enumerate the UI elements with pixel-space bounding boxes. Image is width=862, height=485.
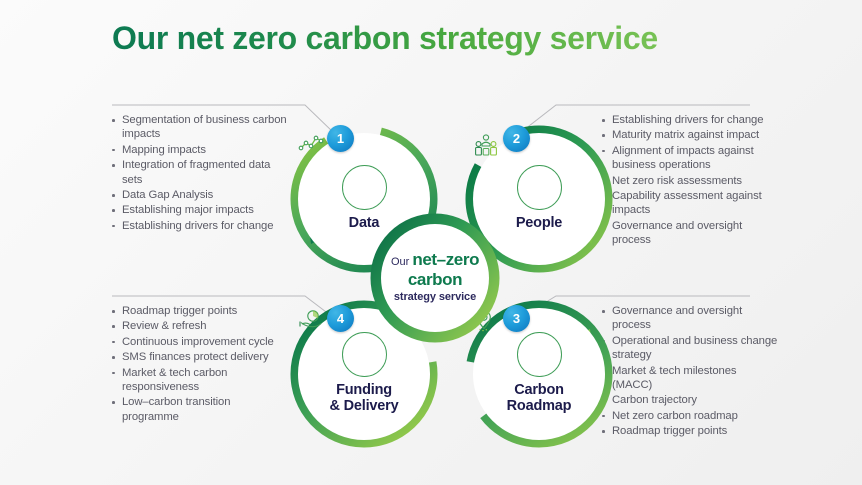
hub-our-text: Our [390, 256, 410, 268]
hub-line-1: Our net–zero [390, 250, 480, 271]
hand-pie-chart-icon [299, 310, 387, 377]
page-title: Our net zero carbon strategy service [112, 20, 658, 56]
node-label-line1: Carbon [514, 381, 564, 398]
node-label-data: Data [348, 214, 380, 231]
bullet-list-carbon-roadmap: Governance and oversight process Operati… [602, 304, 778, 440]
list-item: Establishing drivers for change [602, 113, 778, 127]
list-item: Roadmap trigger points [602, 424, 778, 438]
hub-ring [370, 213, 500, 343]
list-item: Market & tech milestones (MACC) [602, 364, 778, 393]
connector-line-2 [519, 104, 750, 134]
node-body: Carbon Roadmap [473, 308, 605, 440]
list-item: Governance and oversight process [602, 219, 778, 248]
node-body: People [473, 133, 605, 265]
node-carbon-roadmap[interactable]: Carbon Roadmap [460, 295, 618, 453]
list-item: Governance and oversight process [602, 304, 778, 333]
step-badge-2[interactable]: 2 [503, 125, 530, 152]
list-item: Continuous improvement cycle [112, 335, 288, 349]
location-pin-icon [477, 310, 562, 377]
node-label-funding-delivery: Funding & Delivery [330, 382, 399, 414]
connector-line-1 [112, 104, 335, 134]
bullet-list-data: Segmentation of business carbon impacts … [112, 113, 288, 234]
connector-line-4 [112, 295, 335, 319]
list-item: Capability assessment against impacts [602, 189, 778, 218]
list-item: Net zero risk assessments [602, 174, 778, 188]
step-badge-4[interactable]: 4 [327, 305, 354, 332]
list-item: Carbon trajectory [602, 393, 778, 407]
list-item: Maturity matrix against impact [602, 128, 778, 142]
line-chart-icon [298, 135, 387, 210]
list-item: SMS finances protect delivery [112, 350, 288, 364]
list-item: Operational and business change strategy [602, 334, 778, 363]
list-item: Alignment of impacts against business op… [602, 144, 778, 173]
list-item: Low–carbon transition programme [112, 395, 288, 424]
node-label-carbon-roadmap: Carbon Roadmap [507, 382, 572, 414]
hub-netzero-text: net–zero [412, 250, 480, 269]
list-item: Establishing major impacts [112, 203, 288, 217]
list-item: Net zero carbon roadmap [602, 409, 778, 423]
list-item: Integration of fragmented data sets [112, 158, 288, 187]
node-label-people: People [515, 214, 563, 231]
node-label-line2: & Delivery [329, 397, 399, 414]
node-label-line1: Funding [336, 381, 392, 398]
list-item: Roadmap trigger points [112, 304, 288, 318]
list-item: Market & tech carbon responsiveness [112, 366, 288, 395]
center-hub: Our net–zero carbon strategy service [370, 213, 500, 343]
step-badge-1[interactable]: 1 [327, 125, 354, 152]
hub-line-3: strategy service [393, 291, 477, 303]
list-item: Segmentation of business carbon impacts [112, 113, 288, 142]
cycle-diagram: Data [245, 95, 625, 470]
list-item: Establishing drivers for change [112, 219, 288, 233]
node-people[interactable]: People [460, 120, 618, 278]
step-badge-3[interactable]: 3 [503, 305, 530, 332]
bullet-list-people: Establishing drivers for change Maturity… [602, 113, 778, 249]
bullet-list-funding-delivery: Roadmap trigger points Review & refresh … [112, 304, 288, 425]
list-item: Review & refresh [112, 319, 288, 333]
people-group-icon [475, 134, 562, 210]
list-item: Data Gap Analysis [112, 188, 288, 202]
hub-line-2: carbon [407, 270, 463, 289]
node-label-line2: Roadmap [506, 397, 572, 414]
list-item: Mapping impacts [112, 143, 288, 157]
hub-text: Our net–zero carbon strategy service [381, 224, 489, 332]
